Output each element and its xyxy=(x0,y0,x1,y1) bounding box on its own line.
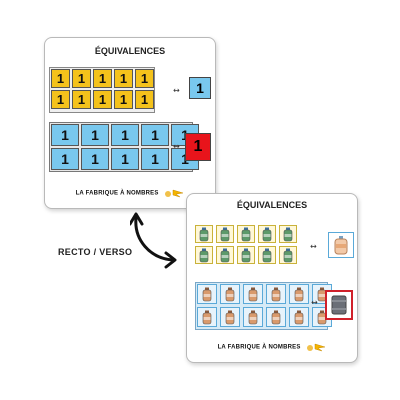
yellow-tile: 1 xyxy=(135,69,154,88)
curved-double-arrow-icon xyxy=(130,212,177,269)
green-bottle-icon xyxy=(241,248,251,262)
orange-bottle-icon xyxy=(271,310,281,324)
green-bottle-tile xyxy=(258,246,276,264)
back-title: ÉQUIVALENCES xyxy=(236,200,308,210)
red-single-tile: 1 xyxy=(185,133,211,161)
green-bottle-icon xyxy=(283,227,293,241)
orange-bottle-tile xyxy=(243,307,263,327)
logo-icon xyxy=(164,188,184,198)
green-bottle-grid xyxy=(195,225,297,264)
orange-bottle-icon xyxy=(294,287,304,301)
orange-bottle-tile xyxy=(289,284,309,304)
green-bottle-icon xyxy=(199,227,209,241)
blue-single-tile: 1 xyxy=(189,77,211,99)
yellow-tile: 1 xyxy=(72,90,91,109)
green-bottle-icon xyxy=(262,227,272,241)
front-footer-text: LA FABRIQUE À NOMBRES xyxy=(75,190,159,197)
green-bottle-tile xyxy=(216,246,234,264)
green-bottle-icon xyxy=(220,227,230,241)
green-bottle-tile xyxy=(237,246,255,264)
orange-bottle-icon xyxy=(294,310,304,324)
orange-bottle-icon xyxy=(202,287,212,301)
back-card: ÉQUIVALENCES ↔ ↔ LA FABRIQUE À NOMBRES xyxy=(186,193,358,363)
green-bottle-icon xyxy=(220,248,230,262)
orange-bottle-tile xyxy=(266,307,286,327)
orange-bottle-icon xyxy=(271,287,281,301)
blue-tile: 1 xyxy=(111,124,139,146)
yellow-tile: 1 xyxy=(72,69,91,88)
yellow-tile: 1 xyxy=(51,90,70,109)
equivalence-arrow-4: ↔ xyxy=(311,298,318,307)
orange-bottle-icon xyxy=(248,287,258,301)
orange-bottle-icon xyxy=(202,310,212,324)
orange-bottle-tile xyxy=(243,284,263,304)
logo-icon-2 xyxy=(306,342,326,352)
back-footer: LA FABRIQUE À NOMBRES xyxy=(187,342,357,352)
blue-tile: 1 xyxy=(51,124,79,146)
yellow-tile: 1 xyxy=(114,69,133,88)
green-bottle-tile xyxy=(216,225,234,243)
equivalence-arrow-2: ↔ xyxy=(173,142,180,151)
yellow-tile: 1 xyxy=(93,69,112,88)
blue-tile: 1 xyxy=(141,148,169,170)
orange-bottle-tile xyxy=(289,307,309,327)
orange-bottle-icon xyxy=(248,310,258,324)
orange-bottle-tile xyxy=(266,284,286,304)
yellow-tile: 1 xyxy=(51,69,70,88)
large-bottle-tile xyxy=(328,232,354,258)
blue-tile: 1 xyxy=(81,148,109,170)
blue-tile: 1 xyxy=(111,148,139,170)
barrel-tile xyxy=(325,290,353,320)
front-title: ÉQUIVALENCES xyxy=(94,46,166,56)
blue-tile: 1 xyxy=(81,124,109,146)
green-bottle-tile xyxy=(258,225,276,243)
orange-bottle-icon xyxy=(317,310,327,324)
back-footer-text: LA FABRIQUE À NOMBRES xyxy=(217,344,301,351)
green-bottle-icon xyxy=(262,248,272,262)
barrel-icon xyxy=(331,295,347,315)
orange-bottle-icon xyxy=(225,287,235,301)
equivalence-arrow: ↔ xyxy=(173,86,180,95)
orange-bottle-icon xyxy=(225,310,235,324)
large-bottle-icon xyxy=(334,236,348,255)
yellow-tile: 1 xyxy=(114,90,133,109)
green-bottle-tile xyxy=(279,225,297,243)
green-bottle-icon xyxy=(241,227,251,241)
green-bottle-icon xyxy=(199,248,209,262)
green-bottle-tile xyxy=(237,225,255,243)
green-bottle-tile xyxy=(279,246,297,264)
orange-bottle-tile xyxy=(220,307,240,327)
blue-tile: 1 xyxy=(141,124,169,146)
recto-verso-label: RECTO / VERSO xyxy=(58,247,133,257)
yellow-tile: 1 xyxy=(135,90,154,109)
orange-bottle-tile xyxy=(197,307,217,327)
green-bottle-tile xyxy=(195,225,213,243)
orange-bottle-tile xyxy=(197,284,217,304)
green-bottle-icon xyxy=(283,248,293,262)
yellow-tile: 1 xyxy=(93,90,112,109)
blue-tile: 1 xyxy=(51,148,79,170)
front-footer: LA FABRIQUE À NOMBRES xyxy=(45,188,215,198)
green-bottle-tile xyxy=(195,246,213,264)
equivalence-arrow-3: ↔ xyxy=(310,242,317,251)
orange-bottle-tile xyxy=(220,284,240,304)
